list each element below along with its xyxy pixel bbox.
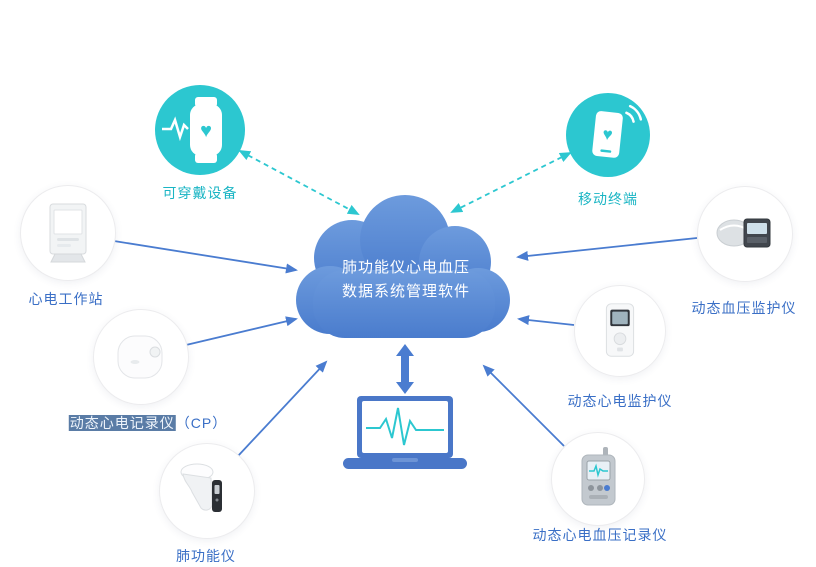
- node-ecg-workstation: [20, 185, 116, 281]
- smartwatch-heart-icon: ♥: [162, 97, 222, 163]
- svg-text:♥: ♥: [602, 124, 614, 144]
- arrow-wearable-cloud: [238, 150, 360, 215]
- svg-text:♥: ♥: [200, 120, 212, 142]
- ecg-workstation-device: [49, 203, 87, 263]
- arrow-ecg-bp-recorder-cloud: [482, 364, 565, 447]
- label-wearable: 可穿戴设备: [162, 185, 238, 201]
- cloud-title: 肺功能仪心电血压 数据系统管理软件: [320, 256, 492, 304]
- label-ecg-recorder-cp: 动态心电记录仪（CP）: [68, 413, 228, 433]
- smartphone-heart-icon: ♥: [592, 104, 643, 158]
- label-ecg-bp-recorder: 动态心电血压记录仪: [532, 527, 668, 543]
- arrow-cloud-laptop: [396, 344, 414, 394]
- label-ecg-monitor: 动态心电监护仪: [567, 393, 673, 409]
- arrow-spirometer-cloud: [237, 360, 328, 457]
- label-bp-monitor: 动态血压监护仪: [691, 300, 797, 316]
- node-wearable: ♥: [155, 85, 245, 175]
- arrow-mobile-cloud: [450, 152, 572, 213]
- label-spirometer: 肺功能仪: [176, 548, 236, 564]
- spirometer-device: [180, 463, 222, 512]
- arrow-ecg-monitor-cloud: [517, 315, 575, 326]
- label-ecg-recorder-suffix: （CP）: [175, 415, 228, 431]
- label-mobile: 移动终端: [578, 191, 638, 207]
- cloud-title-line1: 肺功能仪心电血压: [341, 259, 470, 276]
- node-mobile: ♥: [566, 93, 650, 177]
- node-spirometer: [159, 443, 255, 539]
- label-ecg-workstation: 心电工作站: [28, 291, 104, 307]
- node-ecg-bp-recorder: [551, 432, 645, 526]
- label-ecg-recorder-highlight: 动态心电记录仪: [68, 415, 176, 431]
- cloud-title-line2: 数据系统管理软件: [341, 283, 470, 300]
- node-bp-monitor: [697, 186, 793, 282]
- bp-monitor-device: [716, 218, 771, 248]
- node-ecg-recorder-cp: [93, 309, 189, 405]
- node-ecg-monitor: [574, 285, 666, 377]
- cloud-shape: [296, 195, 510, 338]
- laptop-icon: [343, 396, 467, 469]
- arrow-workstation-cloud: [113, 240, 298, 274]
- ecg-monitor-device: [605, 303, 635, 357]
- arrow-bp-monitor-cloud: [516, 237, 698, 261]
- ecg-bp-recorder-device: [581, 447, 616, 506]
- holter-recorder-device: [117, 335, 163, 379]
- arrow-recorder-cloud: [185, 316, 298, 346]
